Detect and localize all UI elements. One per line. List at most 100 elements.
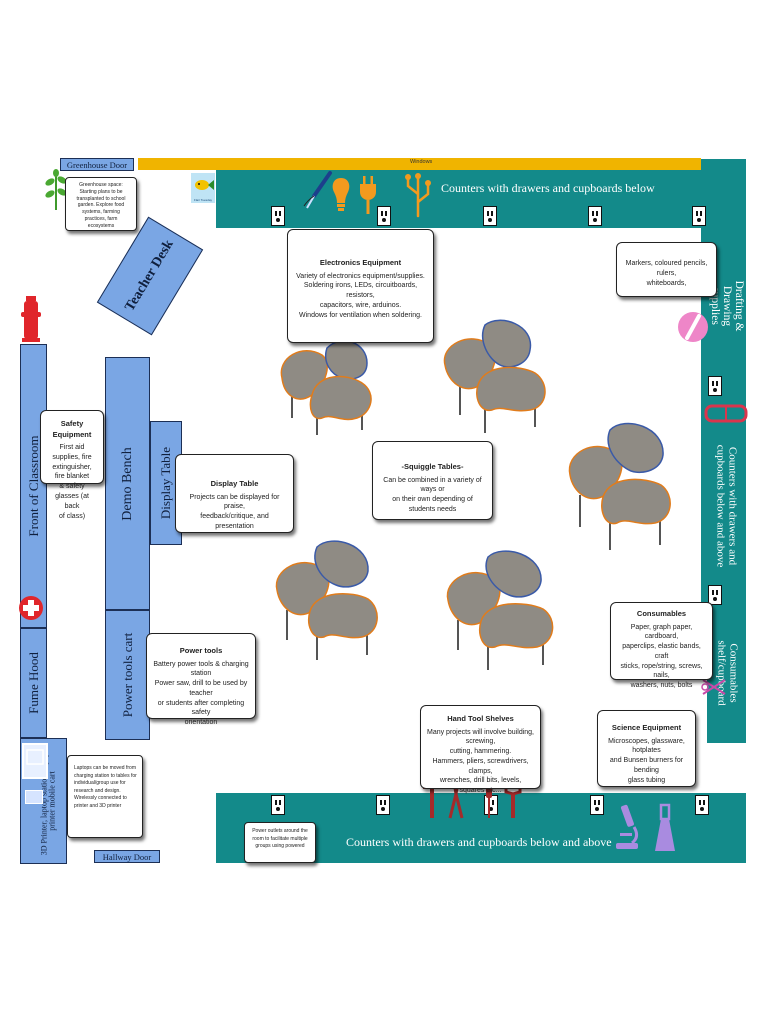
squiggle-table-cluster xyxy=(446,550,554,670)
hallway-door: Hallway Door xyxy=(94,850,160,863)
flask-icon xyxy=(655,803,675,851)
callout-line: Soldering irons, LEDs, circuitboards, re… xyxy=(303,282,418,300)
callout-line: glass tubing xyxy=(627,776,666,784)
power-outlet xyxy=(483,206,497,226)
plug-icon xyxy=(360,176,376,214)
squiggle-table-cluster xyxy=(275,540,378,660)
outlets-note: Power outlets around the room to facilit… xyxy=(244,822,316,863)
power-outlet xyxy=(692,206,706,226)
power-outlet xyxy=(708,376,722,396)
safety-callout: Safety Equipment First aid supplies, fir… xyxy=(40,410,104,520)
callout-line: sticks, rope/string, screws, nails, xyxy=(620,662,703,680)
callout-title: Power tools xyxy=(179,646,223,655)
callout-title: Science Equipment xyxy=(611,723,682,732)
greenhouse-note: Greenhouse space: Starting plans to be t… xyxy=(65,177,137,231)
callout-line: whiteboards, xyxy=(646,279,687,287)
display-table-label: Display Table xyxy=(158,446,173,520)
laptop-icon xyxy=(25,790,43,804)
consumables-callout: Consumables Paper, graph paper, cardboar… xyxy=(610,602,713,689)
windows-bar: Windows xyxy=(138,158,701,170)
fume-hood-label: Fume Hood xyxy=(25,652,41,714)
callout-line: capacitors, wire, arduinos. xyxy=(319,301,402,309)
callout-line: on their own depending of students needs xyxy=(392,496,473,513)
power-outlet xyxy=(377,206,391,226)
demo-bench: Demo Bench xyxy=(105,357,150,610)
greenhouse-door: Greenhouse Door xyxy=(60,158,134,171)
teacher-desk: Teacher Desk xyxy=(96,216,204,336)
callout-line: Power saw, drill to be used by teacher xyxy=(154,680,248,697)
callout-title: Hand Tool Shelves xyxy=(447,714,514,723)
scissors-icon xyxy=(701,679,726,695)
pencil-icon xyxy=(678,312,708,342)
callout-line: Windows for ventilation when soldering. xyxy=(299,311,422,319)
laptops-note: Laptops can be moved from charging stati… xyxy=(67,755,143,838)
power-tools-callout: Power tools Battery power tools & chargi… xyxy=(146,633,256,726)
callout-line: Variety of electronics equipment/supplie… xyxy=(296,272,425,280)
callout-line: washers, nuts, bolts xyxy=(630,682,693,690)
squiggle-table-cluster xyxy=(568,422,671,550)
power-tools-cart: Power tools cart xyxy=(105,610,150,740)
plant-icon xyxy=(45,169,67,210)
callout-line: wrenches, drill bits, levels, squares et… xyxy=(439,777,522,795)
windows-label: Windows xyxy=(410,159,433,165)
consumables-shelf-label: Consumables shelf/cupboard xyxy=(716,640,740,706)
microscope-icon xyxy=(616,804,639,849)
callout-title: Display Table xyxy=(210,479,259,488)
right-counter-consumables: Consumables shelf/cupboard xyxy=(707,603,746,743)
science-callout: Science Equipment Microscopes, glassware… xyxy=(597,710,696,787)
power-outlet xyxy=(271,795,285,815)
bottom-counter-label: Counters with drawers and cupboards belo… xyxy=(346,835,612,849)
logo: Flair Tuesday xyxy=(191,173,215,203)
logo-text: Flair Tuesday xyxy=(193,198,212,202)
front-of-classroom: Front of Classroom xyxy=(20,344,47,628)
fume-hood: Fume Hood xyxy=(20,628,47,738)
wrench-icon xyxy=(504,784,522,818)
hallway-door-label: Hallway Door xyxy=(102,852,152,862)
fire-hydrant-icon xyxy=(21,296,41,342)
callout-title: Electronics Equipment xyxy=(319,258,402,267)
callout-line: Paper, graph paper, cardboard, xyxy=(630,623,693,641)
callout-line: Markers, coloured pencils, rulers, xyxy=(625,260,708,277)
teacher-desk-label: Teacher Desk xyxy=(122,237,177,315)
callout-title: Safety Equipment xyxy=(52,419,92,439)
power-tools-cart-label: Power tools cart xyxy=(119,632,135,718)
callout-line: Projects can be displayed for praise, xyxy=(189,493,280,511)
squiggle-table-cluster xyxy=(443,319,546,433)
callout-line: feedback/critique, and presentation xyxy=(200,513,269,530)
top-counter-label: Counters with drawers and cupboards belo… xyxy=(441,181,655,195)
soldering-iron-icon xyxy=(303,171,332,209)
callout-line: Hammers, pliers, screwdrivers, clamps, xyxy=(432,757,529,775)
squiggle-table-cluster xyxy=(280,340,372,435)
squiggle-callout: -Squiggle Tables- Can be combined in a v… xyxy=(372,441,493,520)
callout-line: Microscopes, glassware, hotplates xyxy=(608,737,685,755)
right-middle-counter-label: Counters with drawers and cupboards belo… xyxy=(715,445,739,568)
markers-callout: Markers, coloured pencils, rulers, white… xyxy=(616,242,717,297)
callout-line: Can be combined in a variety of ways or xyxy=(383,476,482,494)
electronics-callout: Electronics Equipment Variety of electro… xyxy=(287,229,434,343)
safety-goggles-icon xyxy=(704,404,748,423)
power-outlet xyxy=(590,795,604,815)
callout-line: cutting, hammering. xyxy=(449,748,512,756)
callout-line: extinguisher, fire blanket xyxy=(52,463,92,481)
callout-title: -Squiggle Tables- xyxy=(401,462,464,471)
greenhouse-note-text: Greenhouse space: Starting plans to be t… xyxy=(76,182,126,229)
callout-line: or students after completing safety xyxy=(157,699,245,717)
power-outlet xyxy=(376,795,390,815)
callout-line: & safety glasses (at back xyxy=(55,483,89,510)
lightbulb-icon xyxy=(332,178,350,211)
right-counter-middle: Counters with drawers and cupboards belo… xyxy=(701,373,746,603)
top-counter: Counters with drawers and cupboards belo… xyxy=(216,159,746,228)
power-outlet xyxy=(588,206,602,226)
fish-logo-icon xyxy=(195,180,214,190)
callout-line: paperclips, elastic bands, craft xyxy=(622,643,701,660)
display-callout: Display Table Projects can be displayed … xyxy=(175,454,294,533)
hand-tools-callout: Hand Tool Shelves Many projects will inv… xyxy=(420,705,541,794)
callout-line: of class) xyxy=(58,512,86,520)
callout-title: Consumables xyxy=(636,609,687,618)
first-aid-icon xyxy=(19,596,43,620)
power-outlet xyxy=(695,795,709,815)
greenhouse-door-label: Greenhouse Door xyxy=(66,160,128,170)
laptops-note-text: Laptops can be moved from charging stati… xyxy=(74,765,137,809)
callout-line: orientation xyxy=(184,719,218,727)
outlets-note-text: Power outlets around the room to facilit… xyxy=(252,828,308,849)
